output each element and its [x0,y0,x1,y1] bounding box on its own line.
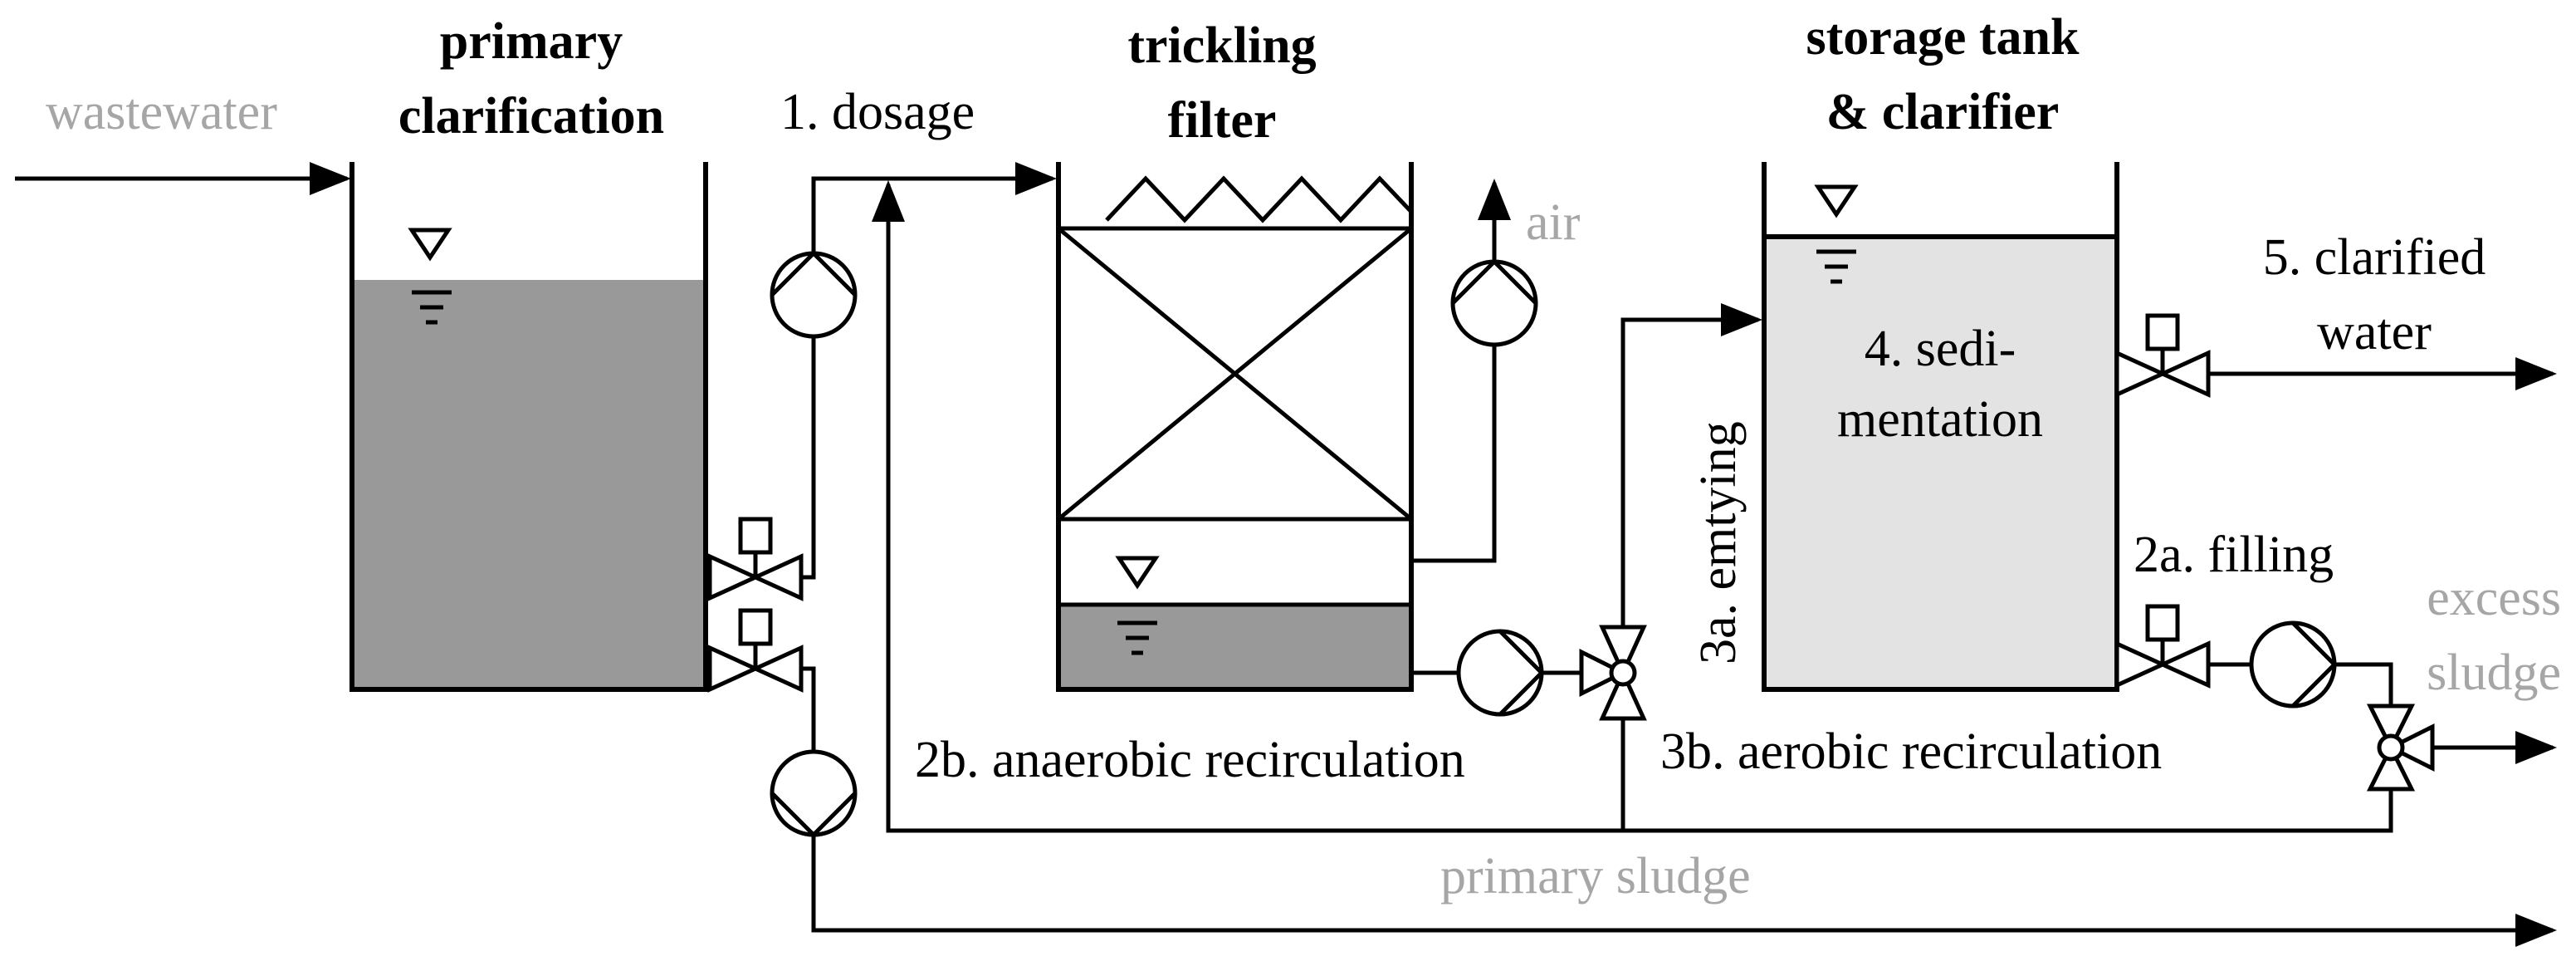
clarified-water-valve-icon [2114,313,2211,398]
storage-tank-label: & clarifier [1826,84,2060,140]
distributor-icon [1105,175,1413,223]
water-level-icon [1814,184,1859,284]
air-line [1411,179,1511,563]
trickling-filter [1056,162,1414,692]
sludge-valve-icon [707,608,804,693]
recirculation-return-line [872,180,2393,833]
primary-clarifier [349,162,708,692]
dosage-valve-icon [707,517,804,601]
primary-sludge-pump-icon [770,749,858,838]
anaerobic-pump-icon [1456,629,1545,717]
sedimentation-label: mentation [1837,391,2043,448]
wastewater-label: wastewater [46,84,277,140]
excess-sludge-label: excess [2427,570,2561,626]
storage-tank [1762,162,2119,692]
clarified-water-label: 5. clarified [2263,229,2486,286]
excess-three-way-valve-icon [2366,704,2435,792]
emptying-line [1620,303,1762,652]
dosage-label: 1. dosage [780,84,975,140]
three-way-valve-icon [1579,625,1647,721]
primary-clarifier-sludge-fill [352,280,706,689]
aerobic-recirculation-label: 3b. aerobic recirculation [1660,723,2162,780]
primary-clarification-label: primary [440,13,623,70]
storage-tank-label: storage tank [1806,9,2080,66]
storage-tank-fill [1764,237,2117,689]
trickling-filter-body [1057,226,1413,607]
primary-sludge-label: primary sludge [1440,848,1751,905]
clarified-water-label: water [2317,304,2432,360]
filling-pump-icon [2249,620,2338,708]
filter-sump-fill [1058,605,1411,689]
water-level-icon [1115,556,1160,655]
trickling-filter-label: trickling [1127,17,1316,74]
filling-valve-icon [2114,604,2211,689]
trickling-filter-walls [1056,162,1414,692]
storage-tank-walls [1762,162,2119,692]
primary-clarifier-walls [349,162,708,692]
emptying-label: 3a. emtying [1690,421,1747,664]
filling-label: 2a. filling [2134,527,2334,583]
dosage-line [801,162,1057,580]
air-blower-icon [1450,258,1538,347]
water-level-icon [408,228,452,325]
trickling-filter-label: filter [1168,92,1277,149]
excess-sludge-label: sludge [2427,645,2561,701]
primary-clarification-label: clarification [398,88,664,145]
air-label: air [1526,194,1581,251]
dosage-pump-icon [770,250,858,339]
sedimentation-label: 4. sedi- [1865,321,2016,377]
anaerobic-recirculation-label: 2b. anaerobic recirculation [915,732,1465,788]
